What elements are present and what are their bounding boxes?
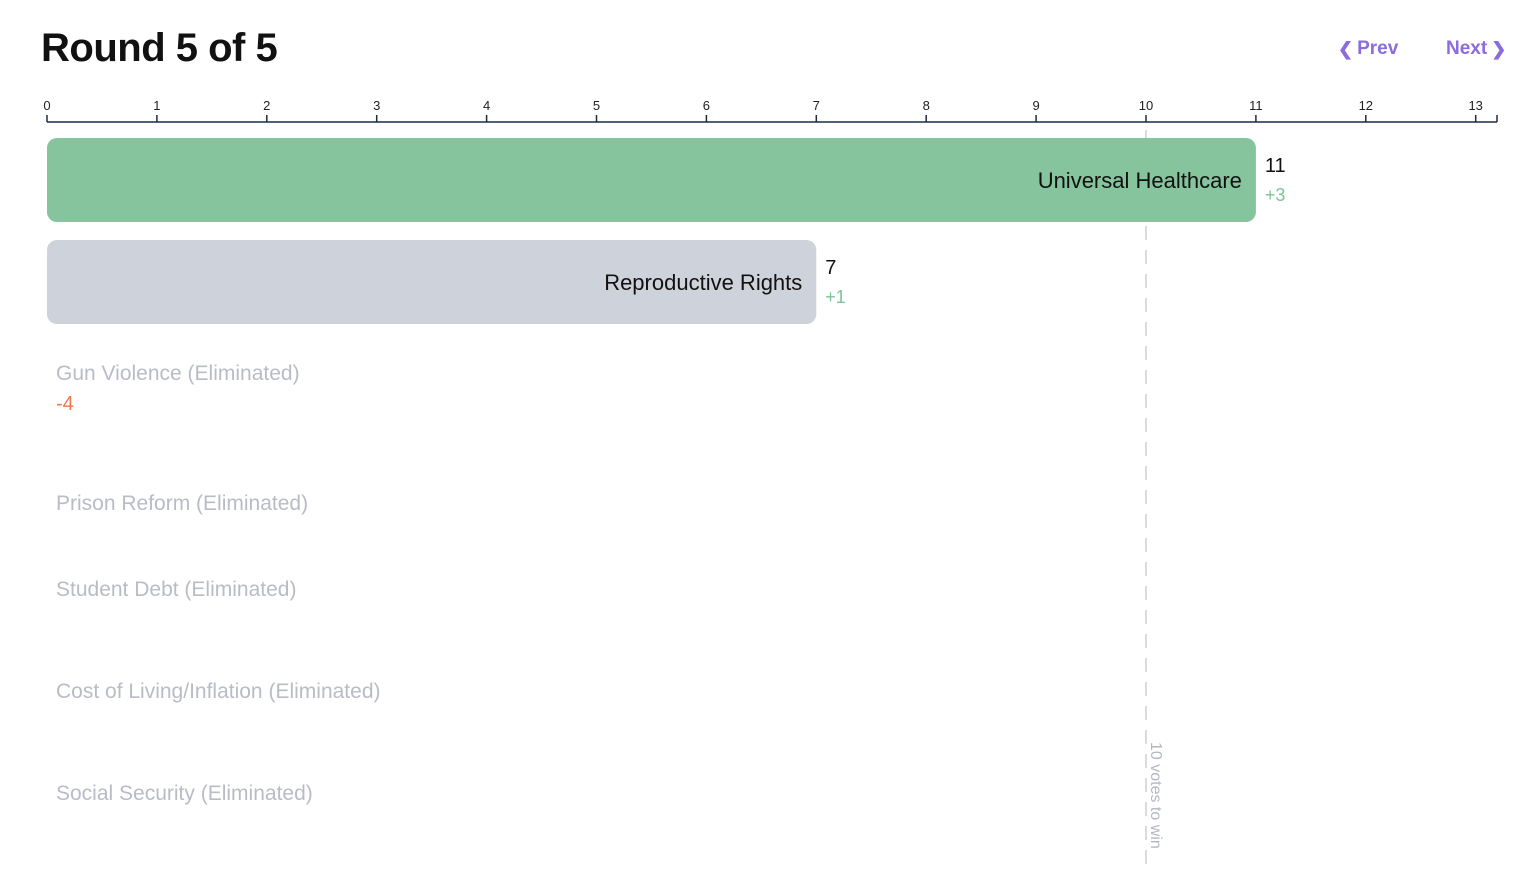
- x-tick-label: 1: [153, 98, 160, 113]
- threshold-label: 10 votes to win: [1147, 742, 1164, 849]
- x-tick-label: 2: [263, 98, 270, 113]
- x-tick-label: 9: [1032, 98, 1039, 113]
- vote-count: 11: [1265, 155, 1286, 177]
- bar-label: Reproductive Rights: [604, 270, 802, 295]
- eliminated-label: Social Security (Eliminated): [56, 782, 313, 805]
- eliminated-label: Student Debt (Eliminated): [56, 578, 296, 601]
- x-tick-label: 6: [703, 98, 710, 113]
- prev-label: Prev: [1357, 38, 1399, 59]
- vote-delta: +3: [1265, 185, 1286, 205]
- prev-button[interactable]: ❮ Prev: [1338, 38, 1398, 60]
- next-label: Next: [1446, 38, 1488, 59]
- x-tick-label: 7: [813, 98, 820, 113]
- bar: [47, 138, 1256, 222]
- x-tick-label: 4: [483, 98, 490, 113]
- x-tick-label: 10: [1139, 98, 1153, 113]
- vote-delta: -4: [56, 393, 74, 415]
- x-tick-label: 3: [373, 98, 380, 113]
- chevron-left-icon: ❮: [1338, 39, 1354, 59]
- vote-count: 7: [825, 257, 836, 279]
- bar-label: Universal Healthcare: [1038, 168, 1242, 193]
- page-title: Round 5 of 5: [41, 26, 278, 70]
- x-tick-label: 5: [593, 98, 600, 113]
- chevron-right-icon: ❯: [1491, 39, 1507, 59]
- bar: [47, 240, 817, 324]
- eliminated-label: Cost of Living/Inflation (Eliminated): [56, 680, 381, 703]
- eliminated-label: Prison Reform (Eliminated): [56, 492, 308, 515]
- x-tick-label: 11: [1249, 98, 1263, 113]
- vote-delta: +1: [825, 287, 846, 307]
- x-tick-label: 12: [1359, 98, 1373, 113]
- x-tick-label: 0: [43, 98, 50, 113]
- next-button[interactable]: Next ❯: [1446, 38, 1506, 60]
- x-tick-label: 13: [1468, 98, 1482, 113]
- eliminated-label: Gun Violence (Eliminated): [56, 362, 300, 385]
- x-tick-label: 8: [923, 98, 930, 113]
